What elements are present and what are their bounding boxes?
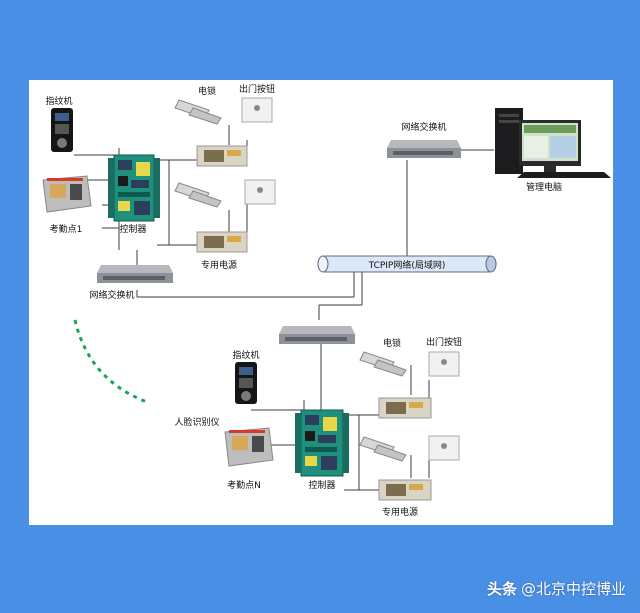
network-label: TCPIP网络(局域网) xyxy=(368,259,446,271)
management-pc: 管理电脑 xyxy=(495,108,611,193)
management-pc-label: 管理电脑 xyxy=(526,181,562,193)
controller-1-label: 控制器 xyxy=(119,223,146,235)
tcpip-network-pipe: TCPIP网络(局域网) xyxy=(317,255,497,273)
fingerprint-reader-1: 指纹机 xyxy=(45,95,73,152)
controller-n-label: 控制器 xyxy=(308,479,335,491)
exit-button-nb xyxy=(428,435,460,461)
attendance-n-label: 考勤点N xyxy=(227,479,261,491)
exit-button-1a: 出门按钮 xyxy=(239,83,275,123)
power-supply-nb: 专用电源 xyxy=(378,479,432,518)
network-diagram: TCPIP网络(局域网) 网络交换机 管理电脑 指纹机 考勤点1 xyxy=(42,83,611,518)
power-label-n: 专用电源 xyxy=(382,506,418,518)
fingerprint-label-n: 指纹机 xyxy=(232,349,259,361)
fingerprint-reader-n: 指纹机 xyxy=(232,349,260,404)
exit-button-na: 出门按钮 xyxy=(426,336,462,377)
controller-1: 控制器 xyxy=(108,154,160,235)
power-supply-1b: 专用电源 xyxy=(196,231,248,271)
power-supply-1a xyxy=(196,145,248,167)
face-device-label: 人脸识别仪 xyxy=(174,416,219,428)
network-switch-1: 网络交换机 xyxy=(89,265,173,301)
power-supply-na xyxy=(378,397,432,419)
network-switch-n xyxy=(279,326,355,344)
diagram-canvas: TCPIP网络(局域网) 网络交换机 管理电脑 指纹机 考勤点1 xyxy=(29,80,613,525)
switch-label-top: 网络交换机 xyxy=(401,121,446,133)
watermark: 头条@北京中控博业 xyxy=(487,578,626,599)
attendance-terminal-1: 考勤点1 xyxy=(42,175,92,235)
switch-label-1: 网络交换机 xyxy=(89,289,134,301)
controller-n: 控制器 xyxy=(295,409,349,491)
attendance-1-label: 考勤点1 xyxy=(50,223,83,235)
electric-lock-1a: 电锁 xyxy=(174,85,222,125)
lock-label-n: 电锁 xyxy=(383,337,401,349)
face-recognition-terminal: 人脸识别仪 考勤点N xyxy=(174,416,274,491)
fingerprint-label-1: 指纹机 xyxy=(45,95,72,107)
watermark-account: @北京中控博业 xyxy=(520,580,626,598)
lock-label-1: 电锁 xyxy=(198,85,216,97)
exit-button-1b xyxy=(244,179,276,205)
power-label-1: 专用电源 xyxy=(201,259,237,271)
exit-button-label-n: 出门按钮 xyxy=(426,336,462,348)
electric-lock-1b xyxy=(174,182,222,208)
electric-lock-na: 电锁 xyxy=(359,337,407,377)
electric-lock-nb xyxy=(359,436,407,462)
watermark-brand: 头条 xyxy=(486,580,517,598)
dotted-arc xyxy=(73,319,148,404)
exit-button-label-1: 出门按钮 xyxy=(239,83,275,95)
management-switch: 网络交换机 xyxy=(387,121,461,158)
